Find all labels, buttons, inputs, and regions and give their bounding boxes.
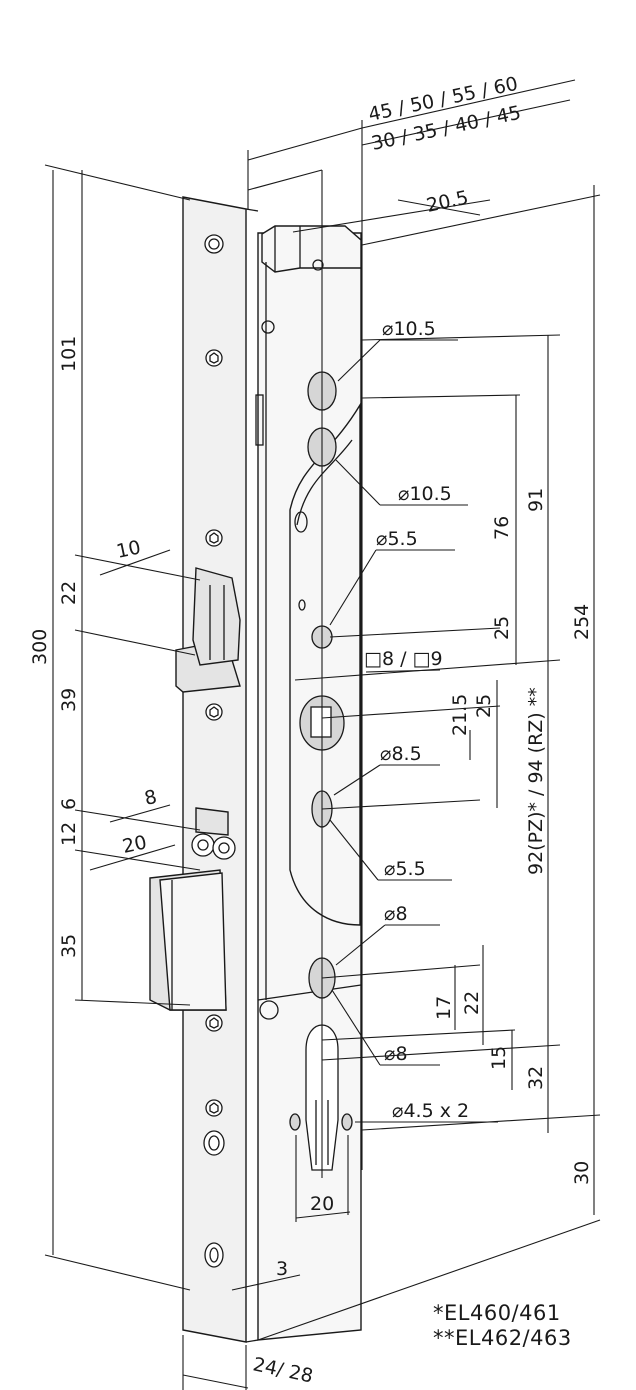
dim-21-5: 21.5 xyxy=(449,694,471,736)
faceplate-screws xyxy=(203,234,225,1268)
dim-25b: 25 xyxy=(473,694,495,718)
dim-latch-to-bolt: 39 xyxy=(58,688,80,712)
dim-254: 254 xyxy=(571,604,593,640)
faceplate xyxy=(182,196,259,1343)
hole-mid-label: ⌀8.5 xyxy=(380,743,422,765)
hole-top-1-label: ⌀10.5 xyxy=(382,318,436,340)
dim-15: 15 xyxy=(488,1046,510,1070)
hole-lower-2-label: ⌀8 xyxy=(384,1043,408,1065)
dim-deadbolt-height: 35 xyxy=(58,934,80,958)
hole-lower-1-label: ⌀8 xyxy=(384,903,408,925)
model-notes: *EL460/461 **EL462/463 xyxy=(433,1301,572,1350)
dim-91: 91 xyxy=(525,488,547,512)
dim-plate-thickness: 3 xyxy=(276,1258,288,1280)
square-spindle-label: □8 / □9 xyxy=(364,648,443,670)
dim-22: 22 xyxy=(461,991,483,1015)
dim-faceplate-width: 24/ 28 xyxy=(251,1353,315,1387)
dimension-lines xyxy=(44,79,601,1390)
dim-latch-width: 10 xyxy=(114,536,142,563)
dim-32: 32 xyxy=(525,1066,547,1090)
dim-76: 76 xyxy=(491,516,513,540)
dim-17: 17 xyxy=(433,996,455,1020)
dim-total-height: 300 xyxy=(29,629,51,665)
note-pz-model: *EL460/461 xyxy=(433,1301,561,1325)
latch-bolt xyxy=(175,567,241,693)
note-rz-model: **EL462/463 xyxy=(433,1326,572,1350)
cam-plate xyxy=(289,402,361,926)
dimension-labels: 45 / 50 / 55 / 60 30 / 35 / 40 / 45 20.5… xyxy=(29,73,593,1388)
hole-top-2-label: ⌀10.5 xyxy=(398,483,452,505)
deadbolt xyxy=(149,869,227,1011)
dim-25a: 25 xyxy=(491,616,513,640)
small-latch xyxy=(191,807,236,860)
dim-92-94: 92(PZ)* / 94 (RZ) ** xyxy=(525,687,547,875)
dim-roller-height: 12 xyxy=(58,822,80,846)
fix-holes-label: ⌀4.5 x 2 xyxy=(392,1100,469,1122)
dim-small-latch-offset: 6 xyxy=(58,798,80,810)
dim-30: 30 xyxy=(571,1161,593,1185)
hole-small-2-label: ⌀5.5 xyxy=(384,858,426,880)
dim-top-to-latch: 101 xyxy=(58,336,80,372)
dim-latch-height: 22 xyxy=(58,581,80,605)
dim-deadbolt-offset: 20 xyxy=(120,831,148,858)
dim-cylinder-width: 20 xyxy=(310,1193,334,1215)
dim-small-latch-width: 8 xyxy=(142,786,158,810)
hole-small-1-label: ⌀5.5 xyxy=(376,528,418,550)
